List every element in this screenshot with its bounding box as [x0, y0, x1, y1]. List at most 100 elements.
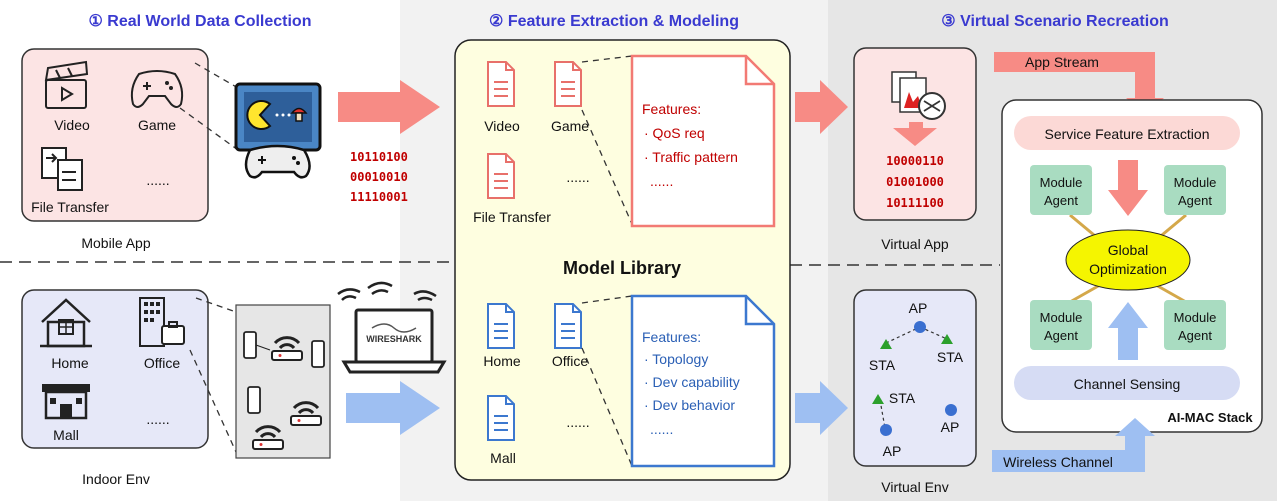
app-features-card: [630, 54, 776, 228]
gamepad-icon: [130, 70, 184, 108]
wireshark-logo: WIRESHARK: [366, 334, 422, 344]
mall-icon: [42, 384, 90, 420]
module-agent-label: Agent: [1044, 193, 1078, 208]
mobile-item-file-transfer: File Transfer: [31, 199, 109, 215]
library-env-office: Office: [552, 353, 589, 369]
module-agent-label: Module: [1174, 310, 1217, 325]
ap-node: [914, 321, 926, 333]
doc-icon: [487, 153, 515, 199]
module-agent-label: Agent: [1044, 328, 1078, 343]
floorplan-panel: [235, 304, 331, 459]
model-library-title: Model Library: [563, 258, 681, 278]
env-feature-line: ......: [650, 421, 673, 437]
phone-icon: [243, 331, 257, 359]
module-agent-box: [1164, 165, 1226, 215]
library-env-mall: Mall: [490, 450, 516, 466]
service-feature-label: Service Feature Extraction: [1045, 126, 1210, 142]
global-optimization: [1065, 229, 1191, 291]
sta-node: [872, 394, 884, 404]
virtual-env-box: [853, 289, 977, 467]
module-agent-label: Agent: [1178, 328, 1212, 343]
app-bits-line: 00010010: [350, 170, 408, 184]
virtual-env-caption: Virtual Env: [881, 479, 948, 495]
down-arrow: [1108, 160, 1148, 216]
up-arrow: [1108, 302, 1148, 360]
laptop-icon: [341, 308, 447, 374]
env-features-card: [630, 294, 776, 468]
mobile-item-video: Video: [54, 117, 90, 133]
virtual-bits-line: 01001000: [886, 175, 944, 189]
zoom-line: [179, 107, 239, 151]
app-feature-line: ......: [650, 173, 673, 189]
topology-label: STA: [869, 357, 896, 373]
topology-label: STA: [889, 390, 916, 406]
channel-sensing-label: Channel Sensing: [1074, 376, 1181, 392]
module-agent-box: [1030, 300, 1092, 350]
phone-icon: [311, 340, 325, 368]
section-1-title: ① Real World Data Collection: [89, 13, 312, 30]
blue-flow-arrow: [795, 381, 848, 435]
zoom-line: [194, 62, 239, 89]
ap-node: [880, 424, 892, 436]
channel-sensing: [1014, 366, 1240, 400]
office-building-icon: [139, 297, 185, 347]
zoom-line: [581, 295, 633, 304]
topology-label: AP: [909, 300, 928, 316]
app-stream-arrow: [994, 52, 1164, 114]
app-feature-line: · QoS req: [644, 125, 705, 141]
topology-label: STA: [937, 349, 964, 365]
library-app-file-transfer: File Transfer: [473, 209, 551, 225]
zoom-line: [195, 297, 237, 313]
app-bits-line: 10110100: [350, 150, 408, 164]
ai-mac-stack-title: AI-MAC Stack: [1167, 410, 1253, 425]
sta-node: [880, 339, 892, 349]
module-agent-box: [1030, 165, 1092, 215]
wireless-channel-label: Wireless Channel: [1003, 454, 1113, 470]
phone-icon: [247, 386, 261, 414]
app-stream-label: App Stream: [1025, 54, 1099, 70]
mobile-app-box: [21, 48, 209, 222]
red-flow-arrow: [795, 80, 848, 134]
app-feature-line: · Traffic pattern: [644, 149, 738, 165]
signal-waves-icon: [337, 281, 437, 302]
app-features-heading: Features:: [642, 101, 701, 117]
zoom-line: [581, 55, 633, 63]
module-agent-label: Module: [1174, 175, 1217, 190]
topology-label: AP: [941, 419, 960, 435]
indoor-item-office: Office: [144, 355, 181, 371]
env-feature-line: · Dev capability: [644, 374, 740, 390]
env-feature-line: · Dev behavior: [644, 397, 735, 413]
virtual-bits-line: 10111100: [886, 196, 944, 210]
module-agent-label: Module: [1040, 175, 1083, 190]
zoom-line: [581, 109, 633, 225]
service-feature-extraction: [1014, 116, 1240, 150]
env-feature-line: · Topology: [644, 351, 708, 367]
indoor-item-home: Home: [51, 355, 89, 371]
library-env-more: ......: [566, 414, 589, 430]
library-app-game: Game: [551, 118, 589, 134]
module-agent-label: Module: [1040, 310, 1083, 325]
virtual-app-icon: [891, 71, 946, 120]
red-flow-arrow: [338, 80, 440, 134]
file-transfer-icon: [41, 147, 83, 191]
indoor-item-mall: Mall: [53, 427, 79, 443]
wireless-channel-arrow: [992, 418, 1155, 472]
app-bits-line: 11110001: [350, 190, 408, 204]
video-icon: [44, 60, 89, 109]
indoor-item-more: ......: [146, 411, 169, 427]
global-opt-label: Optimization: [1089, 261, 1167, 277]
blue-flow-arrow: [346, 381, 440, 435]
library-app-more: ......: [566, 169, 589, 185]
env-features-heading: Features:: [642, 329, 701, 345]
module-agent-label: Agent: [1178, 193, 1212, 208]
doc-icon: [487, 303, 515, 349]
link-line: [255, 344, 271, 351]
mobile-item-more: ......: [146, 172, 169, 188]
mobile-app-caption: Mobile App: [81, 235, 150, 251]
global-opt-label: Global: [1108, 242, 1148, 258]
section-3-title: ③ Virtual Scenario Recreation: [941, 13, 1168, 30]
down-arrow: [893, 122, 937, 146]
doc-icon: [487, 395, 515, 441]
zoom-line: [189, 349, 237, 453]
